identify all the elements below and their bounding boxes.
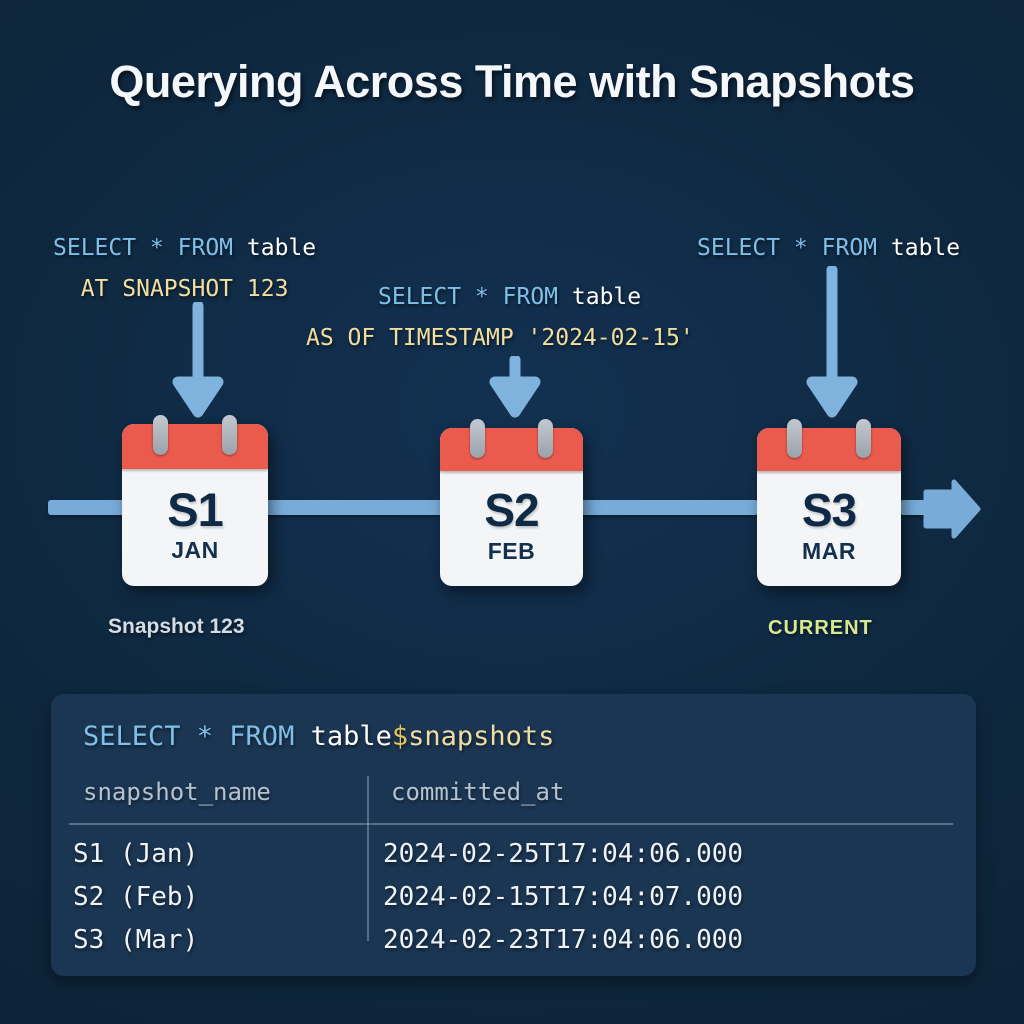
calendar-ring-left — [787, 419, 802, 458]
snapshot-month: MAR — [802, 538, 856, 564]
sql-keyword: SELECT * FROM — [697, 235, 891, 261]
cell-committed-at: 2024-02-15T17:04:07.000 — [383, 882, 744, 912]
calendar-icon-s3[interactable]: S3 MAR — [757, 419, 901, 586]
calendar-ring-right — [856, 419, 871, 458]
cell-snapshot-name: S3 (Mar) — [73, 925, 199, 955]
sql-keyword: SELECT * FROM — [378, 284, 572, 310]
column-header-committed-at: committed_at — [391, 778, 565, 806]
cell-committed-at: 2024-02-25T17:04:06.000 — [383, 839, 744, 869]
timeline-segment-s1-s2 — [262, 500, 444, 515]
calendar-icon-s2[interactable]: S2 FEB — [440, 419, 583, 586]
timeline-segment-s2-s3 — [580, 500, 758, 515]
calendar-icon-s1[interactable]: S1 JAN — [122, 415, 268, 586]
calendar-body: S2 FEB — [440, 428, 583, 586]
annotation-timestamp-query: SELECT * FROM table AS OF TIMESTAMP '202… — [306, 277, 694, 359]
sql-clause: AS OF TIMESTAMP '2024-02-15' — [306, 325, 694, 351]
annotation-current-query: SELECT * FROM table — [697, 228, 960, 269]
table-header-divider — [69, 823, 953, 825]
sql-keyword: SELECT * FROM — [53, 235, 247, 261]
page-title: Querying Across Time with Snapshots — [109, 56, 915, 107]
sql-identifier: table — [890, 235, 961, 261]
calendar-header-band — [757, 428, 901, 471]
sql-dollar-sign: $ — [391, 721, 409, 752]
arrow-down-icon-s2 — [489, 356, 541, 418]
snapshot-label: S2 — [484, 484, 539, 536]
calendar-ring-left — [470, 419, 485, 458]
calendar-ring-right — [222, 415, 237, 455]
calendar-ring-left — [153, 415, 168, 455]
snapshot-label: S1 — [167, 483, 224, 536]
arrow-down-icon-s1 — [172, 302, 224, 418]
panel-sql-query: SELECT * FROM table$snapshots — [83, 721, 554, 752]
sql-identifier: table — [571, 284, 642, 310]
caption-current: CURRENT — [768, 617, 873, 639]
snapshot-label: S3 — [801, 484, 857, 536]
sql-identifier: table — [310, 721, 392, 752]
calendar-body: S1 JAN — [122, 424, 268, 586]
table-column-divider — [367, 776, 369, 941]
sql-identifier: table — [246, 235, 317, 261]
timeline-arrow-icon — [923, 479, 981, 539]
metadata-query-panel: SELECT * FROM table$snapshots snapshot_n… — [51, 694, 976, 976]
column-header-snapshot-name: snapshot_name — [83, 778, 271, 806]
calendar-header-band — [440, 428, 583, 471]
calendar-header-band — [122, 424, 268, 469]
cell-snapshot-name: S2 (Feb) — [73, 882, 199, 912]
cell-committed-at: 2024-02-23T17:04:06.000 — [383, 925, 744, 955]
snapshot-month: JAN — [171, 537, 219, 563]
cell-snapshot-name: S1 (Jan) — [73, 839, 199, 869]
calendar-body: S3 MAR — [757, 428, 901, 586]
sql-keyword: SELECT * FROM — [83, 721, 311, 752]
annotation-snapshot-query: SELECT * FROM table AT SNAPSHOT 123 — [53, 228, 316, 310]
sql-clause: AT SNAPSHOT 123 — [80, 276, 289, 302]
arrow-down-icon-s3 — [806, 266, 858, 418]
timeline-segment-start — [48, 500, 128, 515]
sql-metadata-suffix: snapshots — [408, 721, 555, 752]
calendar-ring-right — [538, 419, 553, 458]
caption-snapshot-123: Snapshot 123 — [108, 615, 245, 638]
snapshot-month: FEB — [487, 538, 536, 564]
